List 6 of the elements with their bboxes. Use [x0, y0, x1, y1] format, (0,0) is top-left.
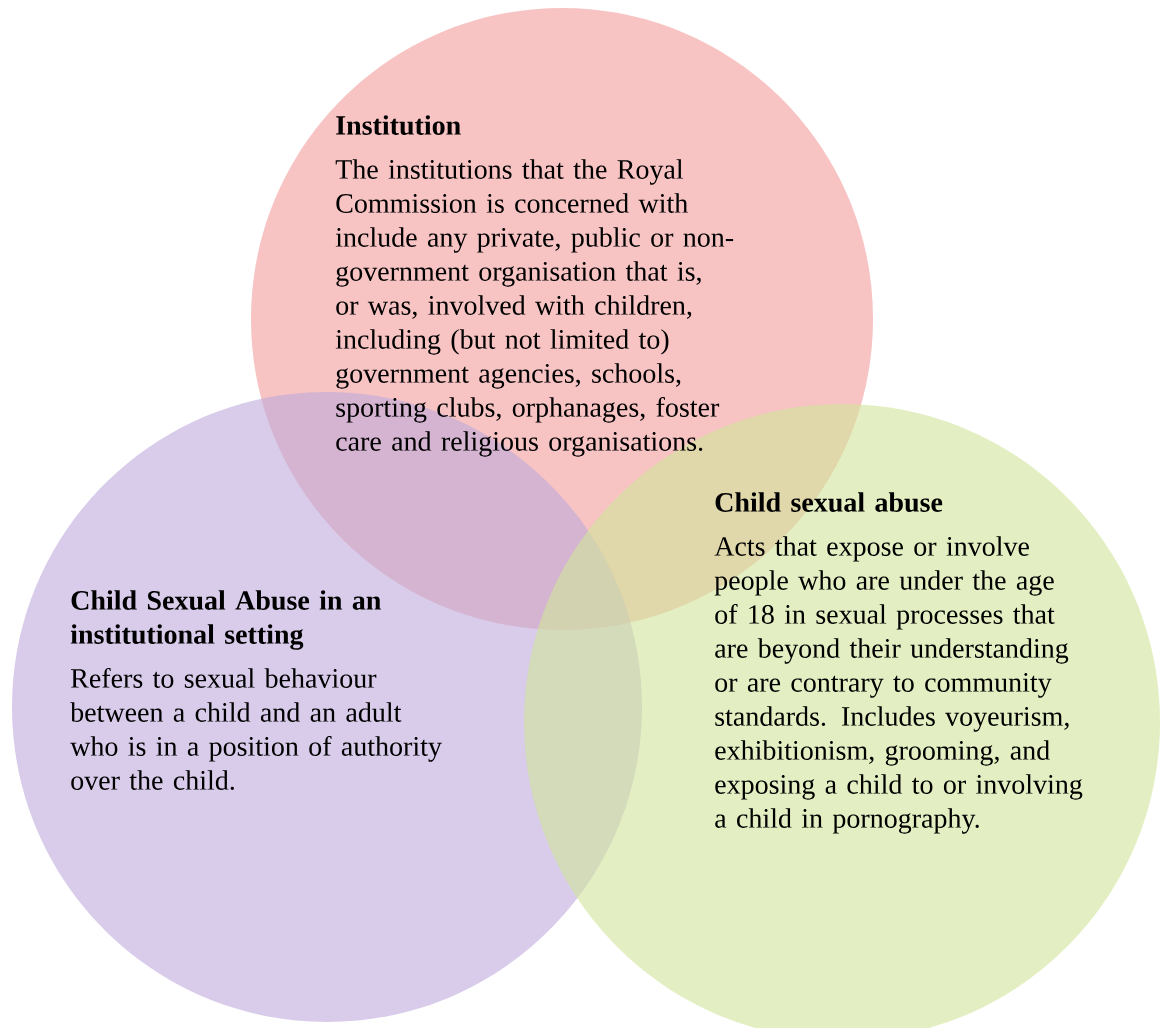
circle-heading: Child Sexual Abuse in an institutional setting: [70, 590, 381, 650]
circle-heading: Institution: [336, 115, 461, 135]
circle-text: Acts that expose or involve people who are under the age of 18 in sexual processes that are beyond their understanding or are contrary to community standards. Includes voyeurism, exhibitionism, grooming, and exposing a child to or involving a child in pornography.: [714, 536, 1083, 834]
circle-text: The institutions that the Royal Commission is concerned with include any private, public or non-government organisation that is, or was, involved with children, including (but not limited to) government agencies, schools, sporting clubs, orphanages, foster care and religious organisations.: [335, 159, 734, 457]
circle-heading: Child sexual abuse: [715, 492, 943, 512]
circle-text: Refers to sexual behaviour between a child and an adult who is in a position of authority over the child.: [70, 667, 442, 790]
